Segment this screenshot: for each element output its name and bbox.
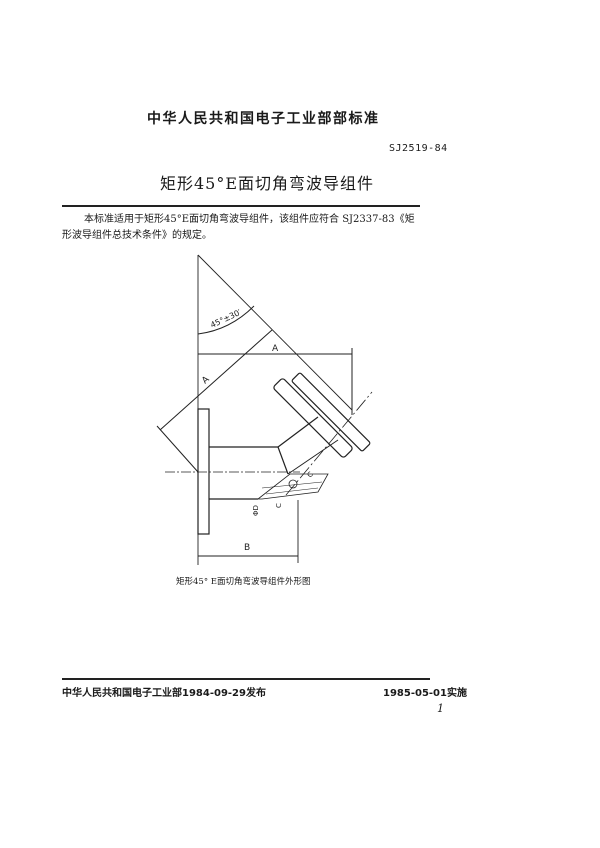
- figure-caption: 矩形45° E面切角弯波导组件外形图: [176, 577, 311, 587]
- bottom-divider: [62, 678, 430, 680]
- svg-text:A: A: [272, 344, 279, 354]
- waveguide-drawing: 45°±30′ A A ΦD C C B: [140, 245, 400, 575]
- issuer-standard-heading: 中华人民共和国电子工业部部标准: [147, 111, 380, 127]
- top-divider: [62, 205, 420, 207]
- scope-paragraph: 本标准适用于矩形45°E面切角弯波导组件，该组件应符合 SJ2337-83《矩形…: [62, 214, 415, 241]
- effective-date: 1985-05-01实施: [383, 688, 467, 699]
- document-title: 矩形45°E面切角弯波导组件: [160, 174, 375, 193]
- svg-text:ΦD: ΦD: [252, 505, 260, 516]
- page-number: 1: [437, 702, 444, 715]
- svg-text:C: C: [275, 503, 283, 508]
- svg-text:C: C: [306, 470, 315, 479]
- svg-text:A: A: [200, 374, 212, 386]
- issue-date: 中华人民共和国电子工业部1984-09-29发布: [62, 688, 266, 699]
- standard-code: SJ2519-84: [389, 143, 448, 154]
- svg-text:B: B: [244, 543, 250, 553]
